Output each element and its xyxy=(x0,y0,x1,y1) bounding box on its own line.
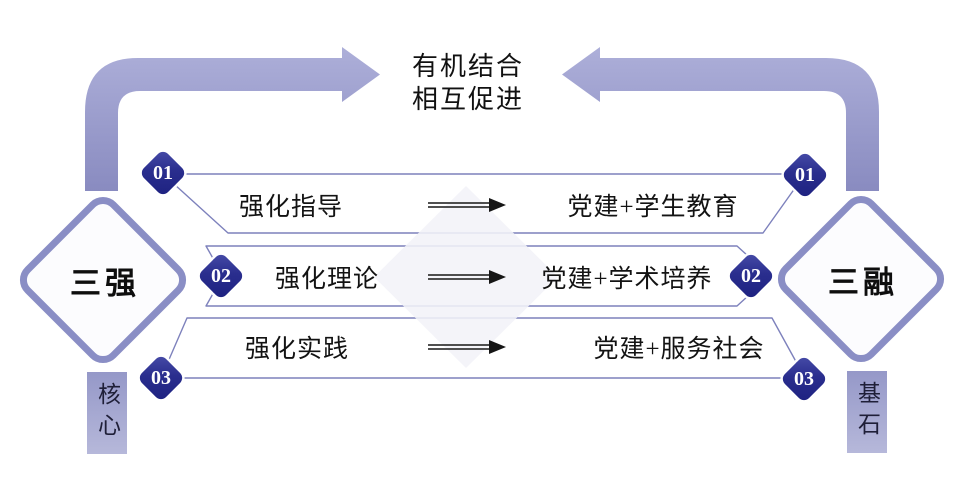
left-diamond-label: 三强 xyxy=(70,265,140,301)
left-tag-label: 核心 xyxy=(94,382,120,444)
row2-right-badge: 02 xyxy=(726,251,776,301)
row3-left-label: 强化实践 xyxy=(244,336,350,363)
center-diamond-backdrop xyxy=(374,186,558,368)
row1-right-label: 党建+学生教育 xyxy=(567,194,739,221)
row3-left-badge-number: 03 xyxy=(151,366,171,389)
row3-right-badge: 03 xyxy=(779,354,829,404)
banner-row1 xyxy=(162,173,806,234)
row1-right-badge-number: 01 xyxy=(795,163,815,186)
row3-right-badge-number: 03 xyxy=(794,367,814,390)
top-title-line2: 相互促进 xyxy=(411,85,525,114)
top-title-line1: 有机结合 xyxy=(411,52,525,81)
row1-left-badge-number: 01 xyxy=(153,161,173,184)
row2-left-badge: 02 xyxy=(196,251,246,301)
row1-left-badge: 01 xyxy=(138,148,188,198)
top-title: 有机结合 相互促进 xyxy=(412,50,524,116)
banner-row3 xyxy=(160,317,806,379)
row2-right-label: 党建+学术培养 xyxy=(541,266,713,293)
left-tag-core: 核心 xyxy=(87,372,127,454)
row1-right-badge: 01 xyxy=(780,150,830,200)
row3-left-badge: 03 xyxy=(136,353,186,403)
row2-right-badge-number: 02 xyxy=(741,264,761,287)
row2-left-label: 强化理论 xyxy=(274,266,380,293)
right-tag-label: 基石 xyxy=(854,381,880,443)
curved-arrow-left xyxy=(85,47,380,191)
flow-arrow-row3-icon xyxy=(428,340,506,354)
flow-arrow-row1-icon xyxy=(428,198,506,212)
right-diamond-label: 三融 xyxy=(828,264,898,300)
right-tag-foundation: 基石 xyxy=(847,371,887,453)
curved-arrow-right xyxy=(562,47,879,191)
row2-left-badge-number: 02 xyxy=(211,264,231,287)
flow-arrow-row2-icon xyxy=(428,270,506,284)
row3-right-label: 党建+服务社会 xyxy=(593,336,765,363)
row1-left-label: 强化指导 xyxy=(238,194,344,221)
